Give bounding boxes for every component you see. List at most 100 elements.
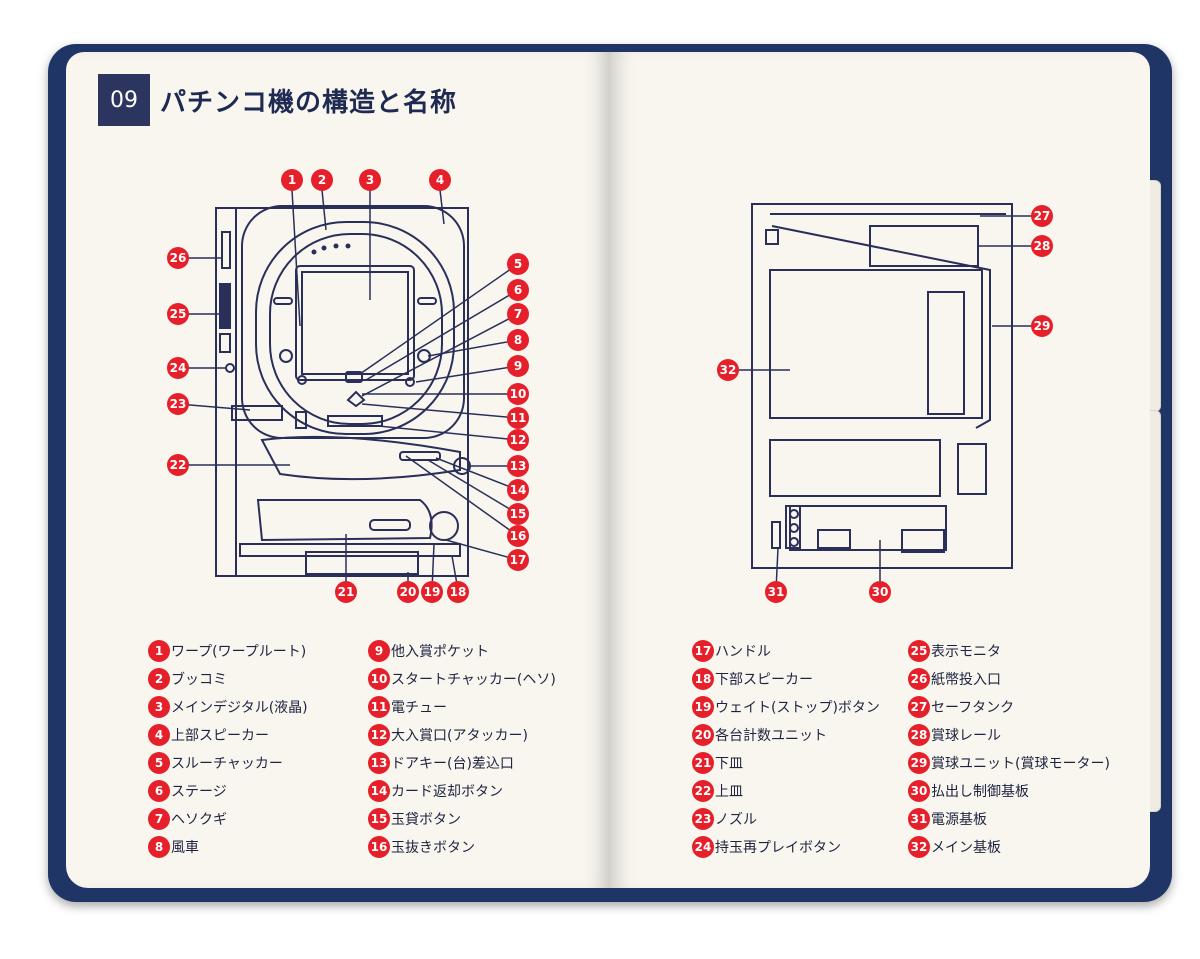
diagram-marker-31: 31 bbox=[765, 581, 787, 603]
legend-number: 23 bbox=[692, 808, 714, 830]
diagram-marker-21: 21 bbox=[335, 581, 357, 603]
legend-text: ドアキー(台)差込口 bbox=[391, 756, 514, 772]
diagram-marker-16: 16 bbox=[507, 525, 529, 547]
diagram-marker-4: 4 bbox=[429, 169, 451, 191]
legend-text: スタートチャッカー(ヘソ) bbox=[391, 672, 556, 688]
legend-number: 25 bbox=[908, 640, 930, 662]
legend-number: 6 bbox=[148, 780, 170, 802]
legend-text: 下皿 bbox=[715, 756, 743, 772]
diagram-marker-27: 27 bbox=[1031, 205, 1053, 227]
page-title: パチンコ機の構造と名称 bbox=[160, 88, 458, 118]
diagram-marker-11: 11 bbox=[507, 407, 529, 429]
legend-number: 20 bbox=[692, 724, 714, 746]
legend-text: ノズル bbox=[715, 812, 757, 828]
legend-text: 上皿 bbox=[715, 784, 743, 800]
legend-text: 玉抜きボタン bbox=[391, 840, 475, 856]
diagram-marker-30: 30 bbox=[869, 581, 891, 603]
diagram-marker-28: 28 bbox=[1031, 235, 1053, 257]
legend-number: 21 bbox=[692, 752, 714, 774]
diagram-marker-6: 6 bbox=[507, 279, 529, 301]
legend-text: 賞球ユニット(賞球モーター) bbox=[931, 756, 1110, 772]
legend-number: 30 bbox=[908, 780, 930, 802]
legend-number: 29 bbox=[908, 752, 930, 774]
diagram-marker-12: 12 bbox=[507, 429, 529, 451]
diagram-marker-3: 3 bbox=[359, 169, 381, 191]
diagram-marker-18: 18 bbox=[447, 581, 469, 603]
legend-number: 2 bbox=[148, 668, 170, 690]
legend-number: 1 bbox=[148, 640, 170, 662]
diagram-marker-13: 13 bbox=[507, 455, 529, 477]
legend-number: 9 bbox=[368, 640, 390, 662]
legend-number: 31 bbox=[908, 808, 930, 830]
right-page bbox=[610, 52, 1150, 888]
legend-number: 5 bbox=[148, 752, 170, 774]
rear-frame bbox=[751, 203, 1013, 569]
legend-number: 26 bbox=[908, 668, 930, 690]
front-frame bbox=[215, 207, 469, 577]
section-number: 09 bbox=[98, 74, 150, 126]
lower-tray bbox=[256, 499, 433, 542]
legend-number: 4 bbox=[148, 724, 170, 746]
legend-text: 表示モニタ bbox=[931, 644, 1001, 660]
legend-text: 払出し制御基板 bbox=[931, 784, 1029, 800]
diagram-marker-17: 17 bbox=[507, 549, 529, 571]
legend-text: ワープ(ワープルート) bbox=[171, 644, 307, 660]
legend-number: 17 bbox=[692, 640, 714, 662]
diagram-marker-9: 9 bbox=[507, 355, 529, 377]
legend-text: 下部スピーカー bbox=[715, 672, 813, 688]
legend-number: 32 bbox=[908, 836, 930, 858]
legend-text: スルーチャッカー bbox=[171, 756, 283, 772]
legend-number: 15 bbox=[368, 808, 390, 830]
main-display bbox=[301, 271, 409, 375]
legend-text: カード返却ボタン bbox=[391, 784, 503, 800]
legend-text: 紙幣投入口 bbox=[931, 672, 1001, 688]
legend-number: 27 bbox=[908, 696, 930, 718]
upper-tray bbox=[260, 435, 461, 481]
diagram-marker-29: 29 bbox=[1031, 315, 1053, 337]
diagram-marker-26: 26 bbox=[167, 247, 189, 269]
legend-number: 22 bbox=[692, 780, 714, 802]
legend-text: ヘソクギ bbox=[171, 812, 227, 828]
legend-number: 18 bbox=[692, 668, 714, 690]
legend-number: 10 bbox=[368, 668, 390, 690]
diagram-marker-32: 32 bbox=[717, 359, 739, 381]
legend-number: 11 bbox=[368, 696, 390, 718]
legend-text: ステージ bbox=[171, 784, 227, 800]
diagram-marker-19: 19 bbox=[421, 581, 443, 603]
diagram-marker-1: 1 bbox=[281, 169, 303, 191]
legend-text: ウェイト(ストップ)ボタン bbox=[715, 700, 880, 716]
legend-text: 電源基板 bbox=[931, 812, 987, 828]
diagram-marker-8: 8 bbox=[507, 329, 529, 351]
legend-text: 持玉再プレイボタン bbox=[715, 840, 841, 856]
legend-number: 14 bbox=[368, 780, 390, 802]
legend-number: 7 bbox=[148, 808, 170, 830]
legend-number: 13 bbox=[368, 752, 390, 774]
diagram-marker-23: 23 bbox=[167, 393, 189, 415]
legend-text: セーフタンク bbox=[931, 700, 1015, 716]
legend-number: 12 bbox=[368, 724, 390, 746]
